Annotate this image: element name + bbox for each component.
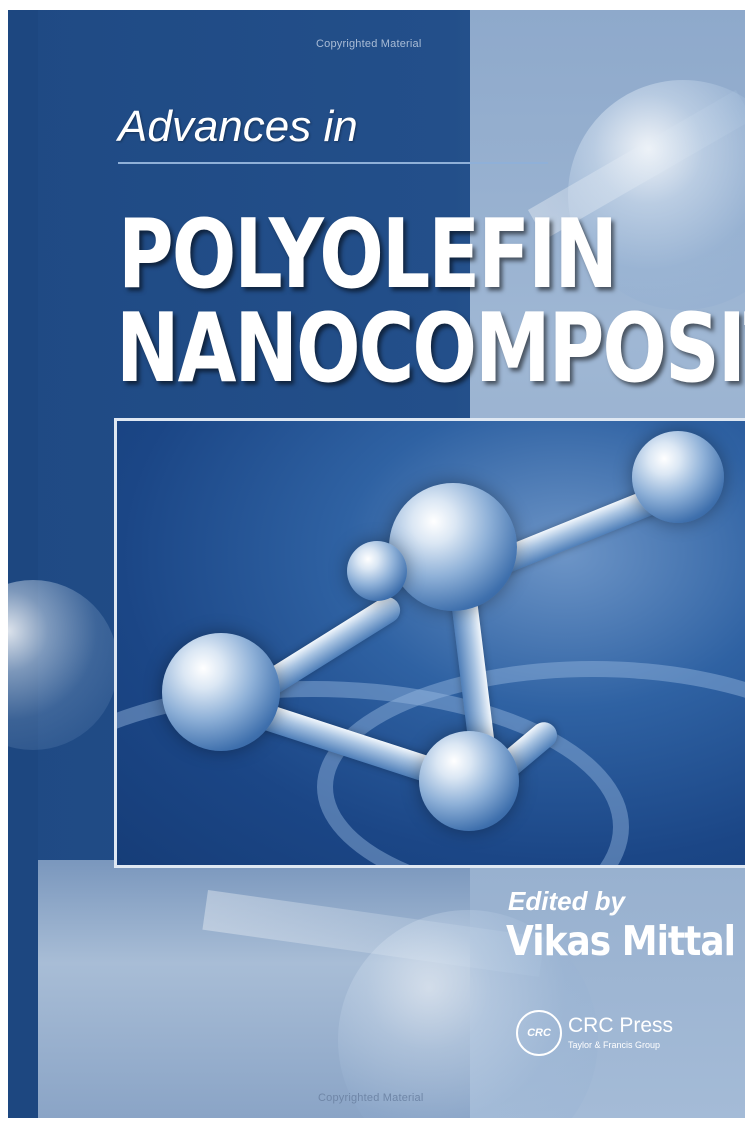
crc-logo-text: CRC: [527, 1027, 551, 1039]
background-sphere: [338, 910, 598, 1118]
molecule-atom: [162, 633, 280, 751]
book-title-line-1: POLYOLEFIN: [118, 198, 618, 310]
cover-left-band: [8, 10, 38, 1118]
molecule-atom: [419, 731, 519, 831]
molecule-atom: [632, 431, 724, 523]
watermark-top: Copyrighted Material: [316, 38, 422, 50]
publisher-logo: CRC CRC Press Taylor & Francis Group: [516, 1010, 716, 1070]
edited-by-label: Edited by: [508, 886, 626, 916]
series-divider: [118, 162, 548, 164]
molecule-illustration: [114, 418, 745, 868]
editor-name: Vikas Mittal: [506, 918, 736, 966]
book-title-line-2: NANOCOMPOSITES: [116, 292, 745, 404]
molecule-atom: [347, 541, 407, 601]
series-title: Advances in: [118, 102, 358, 151]
molecule-atom: [389, 483, 517, 611]
background-sphere: [8, 580, 118, 750]
publisher-name: CRC Press: [568, 1014, 674, 1037]
book-cover: Copyrighted Material Advances in POLYOLE…: [8, 10, 745, 1118]
background-sphere: [568, 80, 745, 310]
crc-press-logo-icon: CRC: [516, 1010, 562, 1056]
publisher-group: Taylor & Francis Group: [568, 1040, 661, 1050]
watermark-bottom: Copyrighted Material: [318, 1092, 424, 1104]
